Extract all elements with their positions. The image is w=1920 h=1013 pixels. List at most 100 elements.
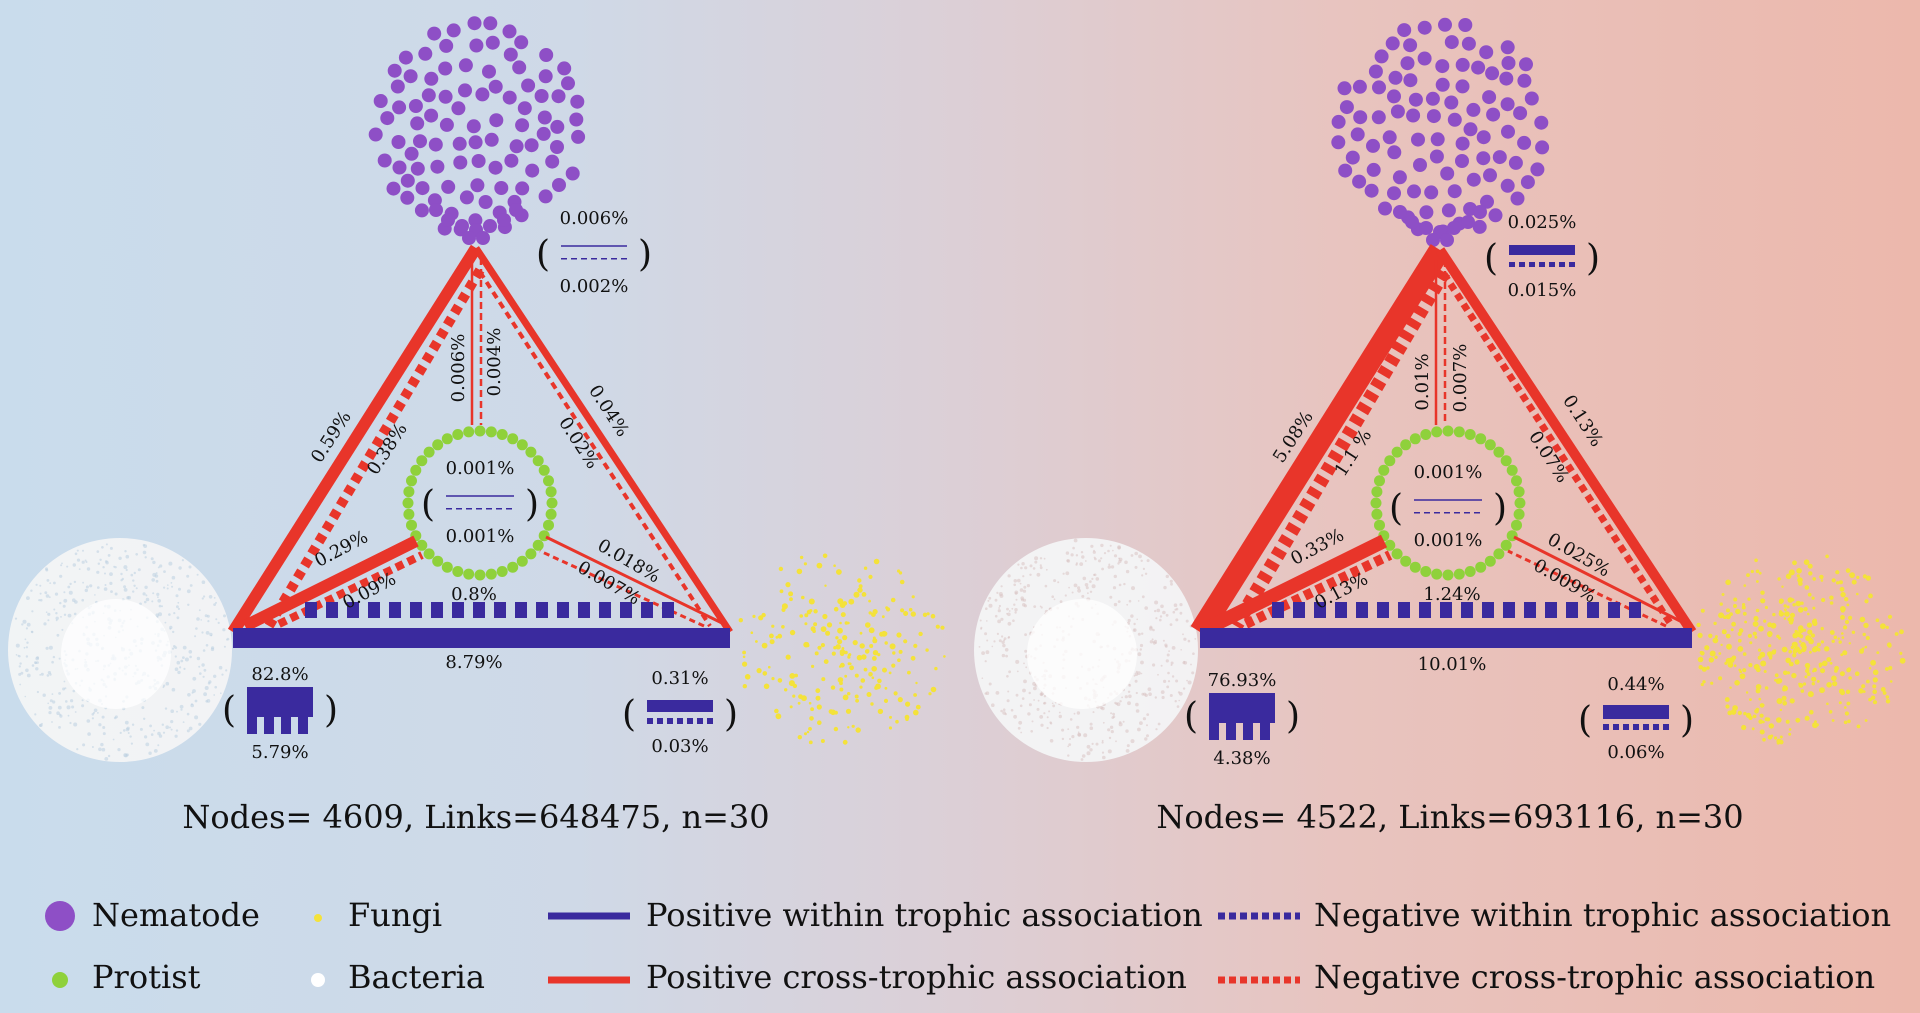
label-nem-fun-negative: 0.02% [554, 413, 603, 472]
bacteria-node [1016, 670, 1019, 673]
bacteria-node [1118, 583, 1122, 587]
bacteria-node [1061, 728, 1065, 732]
protist-node [1475, 433, 1487, 445]
panel-left: 0.59%0.38%0.04%0.02%0.006%0.004%0.29%0.0… [8, 16, 946, 836]
protist-node [1511, 519, 1522, 531]
bacteria-node [1140, 559, 1143, 562]
link-nem-bac-positive [227, 244, 482, 636]
bacteria-node [996, 591, 999, 595]
protist-node [1431, 426, 1443, 438]
bacteria-node [1119, 700, 1122, 703]
bacteria-node [169, 726, 171, 729]
bacteria-node [168, 561, 173, 566]
protist-node [1511, 475, 1522, 487]
bacteria-node [72, 689, 76, 693]
bacteria-node [63, 613, 67, 616]
fungi-node [781, 607, 786, 613]
fungi-node [911, 595, 915, 599]
nematode-node [1501, 124, 1515, 139]
bacteria-node [187, 603, 190, 606]
fungi-node [1858, 688, 1864, 694]
label-nem-bac-negative: 0.38% [363, 419, 412, 478]
fungi-node [789, 597, 793, 602]
fungi-node [1762, 737, 1766, 742]
bacteria-node [1012, 619, 1015, 622]
nematode-node [1476, 130, 1491, 145]
bacteria-node [112, 738, 115, 741]
fungi-node [820, 739, 825, 743]
fungi-node [1767, 631, 1773, 637]
nematode-node [1378, 201, 1392, 216]
fungi-node [856, 654, 863, 661]
nematode-node [565, 166, 580, 181]
fungi-node [1777, 577, 1781, 581]
nematode-node [441, 179, 456, 194]
bacteria-node [1062, 572, 1065, 575]
bacteria-node [1113, 602, 1118, 607]
bacteria-node [19, 683, 22, 686]
bacteria-node [215, 601, 217, 604]
fungi-node [1833, 635, 1838, 640]
protist-within-negative-label: 0.001% [446, 526, 515, 547]
bacteria-node [59, 601, 62, 605]
fungi-node [1831, 639, 1835, 643]
protist-node [516, 555, 528, 567]
fungi-node [859, 685, 863, 689]
bacteria-node [1067, 745, 1070, 748]
fungi-node [1763, 670, 1767, 673]
fungi-node [891, 663, 896, 668]
bacteria-node [1095, 742, 1099, 746]
bacteria-node [1175, 679, 1179, 683]
fungi-node [1802, 647, 1807, 652]
bacteria-node [102, 732, 106, 736]
fungi-node [1766, 717, 1771, 722]
protist-node [543, 519, 554, 531]
fungi-node [1754, 558, 1758, 563]
fungi-node [1776, 634, 1780, 638]
protist-node [1370, 497, 1382, 509]
nematode-node [551, 89, 566, 104]
bacteria-node [1117, 600, 1121, 603]
fungi-node [813, 622, 818, 627]
fungi-node [1735, 608, 1741, 615]
nematode-node [424, 71, 439, 86]
bacteria-node [986, 620, 988, 622]
fungi-node [756, 668, 762, 674]
fungi-node [1814, 720, 1817, 723]
fungi-node [1880, 623, 1886, 630]
fungi-node [1798, 581, 1803, 586]
fungi-node [900, 608, 905, 613]
nematode-node [1517, 135, 1532, 150]
bacteria-node [1134, 565, 1138, 569]
nematode-node [515, 181, 530, 196]
bacteria-node [1045, 568, 1048, 571]
fungi-node [744, 674, 751, 680]
fungi-node [785, 654, 791, 660]
nematode-node [410, 161, 425, 176]
bacteria-node [991, 703, 995, 707]
bacteria-node [57, 705, 62, 710]
fungi-node [817, 645, 822, 650]
fungi-node [1761, 720, 1765, 724]
bacteria-node [1077, 588, 1081, 593]
nematode-node [1455, 136, 1470, 151]
bacteria-node [56, 633, 60, 637]
bacteria-node [46, 579, 50, 582]
bacteria-node [995, 691, 1000, 695]
bacteria-node [120, 579, 123, 582]
bacteria-node [1057, 581, 1060, 584]
fungi-node [804, 732, 807, 736]
bacteria-node [1149, 625, 1153, 629]
protist-node [452, 429, 464, 440]
fungi-node [822, 613, 828, 620]
nematode-node [413, 134, 427, 149]
bacteria-node [17, 654, 20, 657]
bacteria-node [204, 686, 209, 690]
bacteria-node [149, 724, 153, 728]
bacteria-node [1002, 643, 1006, 648]
fungi-node [910, 611, 916, 617]
protist-node [441, 561, 453, 573]
nematode-node [1500, 40, 1515, 55]
legend-bacteria-label: Bacteria [348, 958, 485, 996]
bacteria-node [998, 607, 1000, 609]
